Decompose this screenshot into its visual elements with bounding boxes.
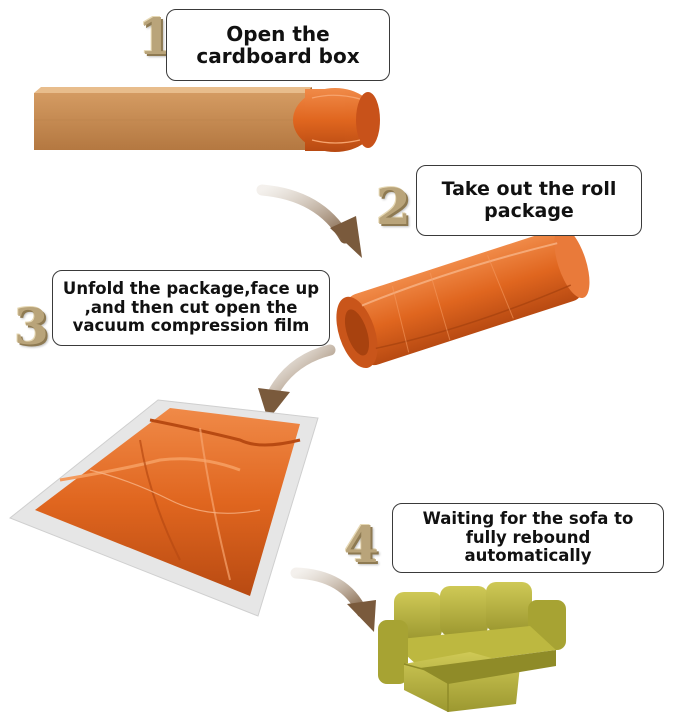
step-number-3: 3 — [14, 297, 49, 356]
step-3-text: Unfold the package,face up ,and then cut… — [62, 279, 320, 336]
rolled-package-icon — [336, 227, 590, 369]
step-number-4: 4 — [344, 515, 379, 574]
step-1-callout: Open the cardboard box — [166, 9, 390, 81]
cardboard-box-icon — [34, 87, 380, 152]
unfolded-mattress-icon — [9, 399, 319, 617]
step-3-callout: Unfold the package,face up ,and then cut… — [52, 270, 330, 346]
step-2-text: Take out the roll package — [441, 178, 617, 222]
sofa-icon — [378, 582, 566, 712]
step-4-text: Waiting for the sofa to fully rebound au… — [422, 509, 634, 566]
step-2-callout: Take out the roll package — [416, 165, 642, 236]
step-4-callout: Waiting for the sofa to fully rebound au… — [392, 503, 664, 573]
curved-arrow-icon — [258, 344, 336, 420]
curved-arrow-icon — [290, 567, 376, 632]
step-1-text: Open the cardboard box — [196, 21, 360, 68]
step-number-2: 2 — [376, 177, 411, 236]
curved-arrow-icon — [256, 184, 362, 258]
